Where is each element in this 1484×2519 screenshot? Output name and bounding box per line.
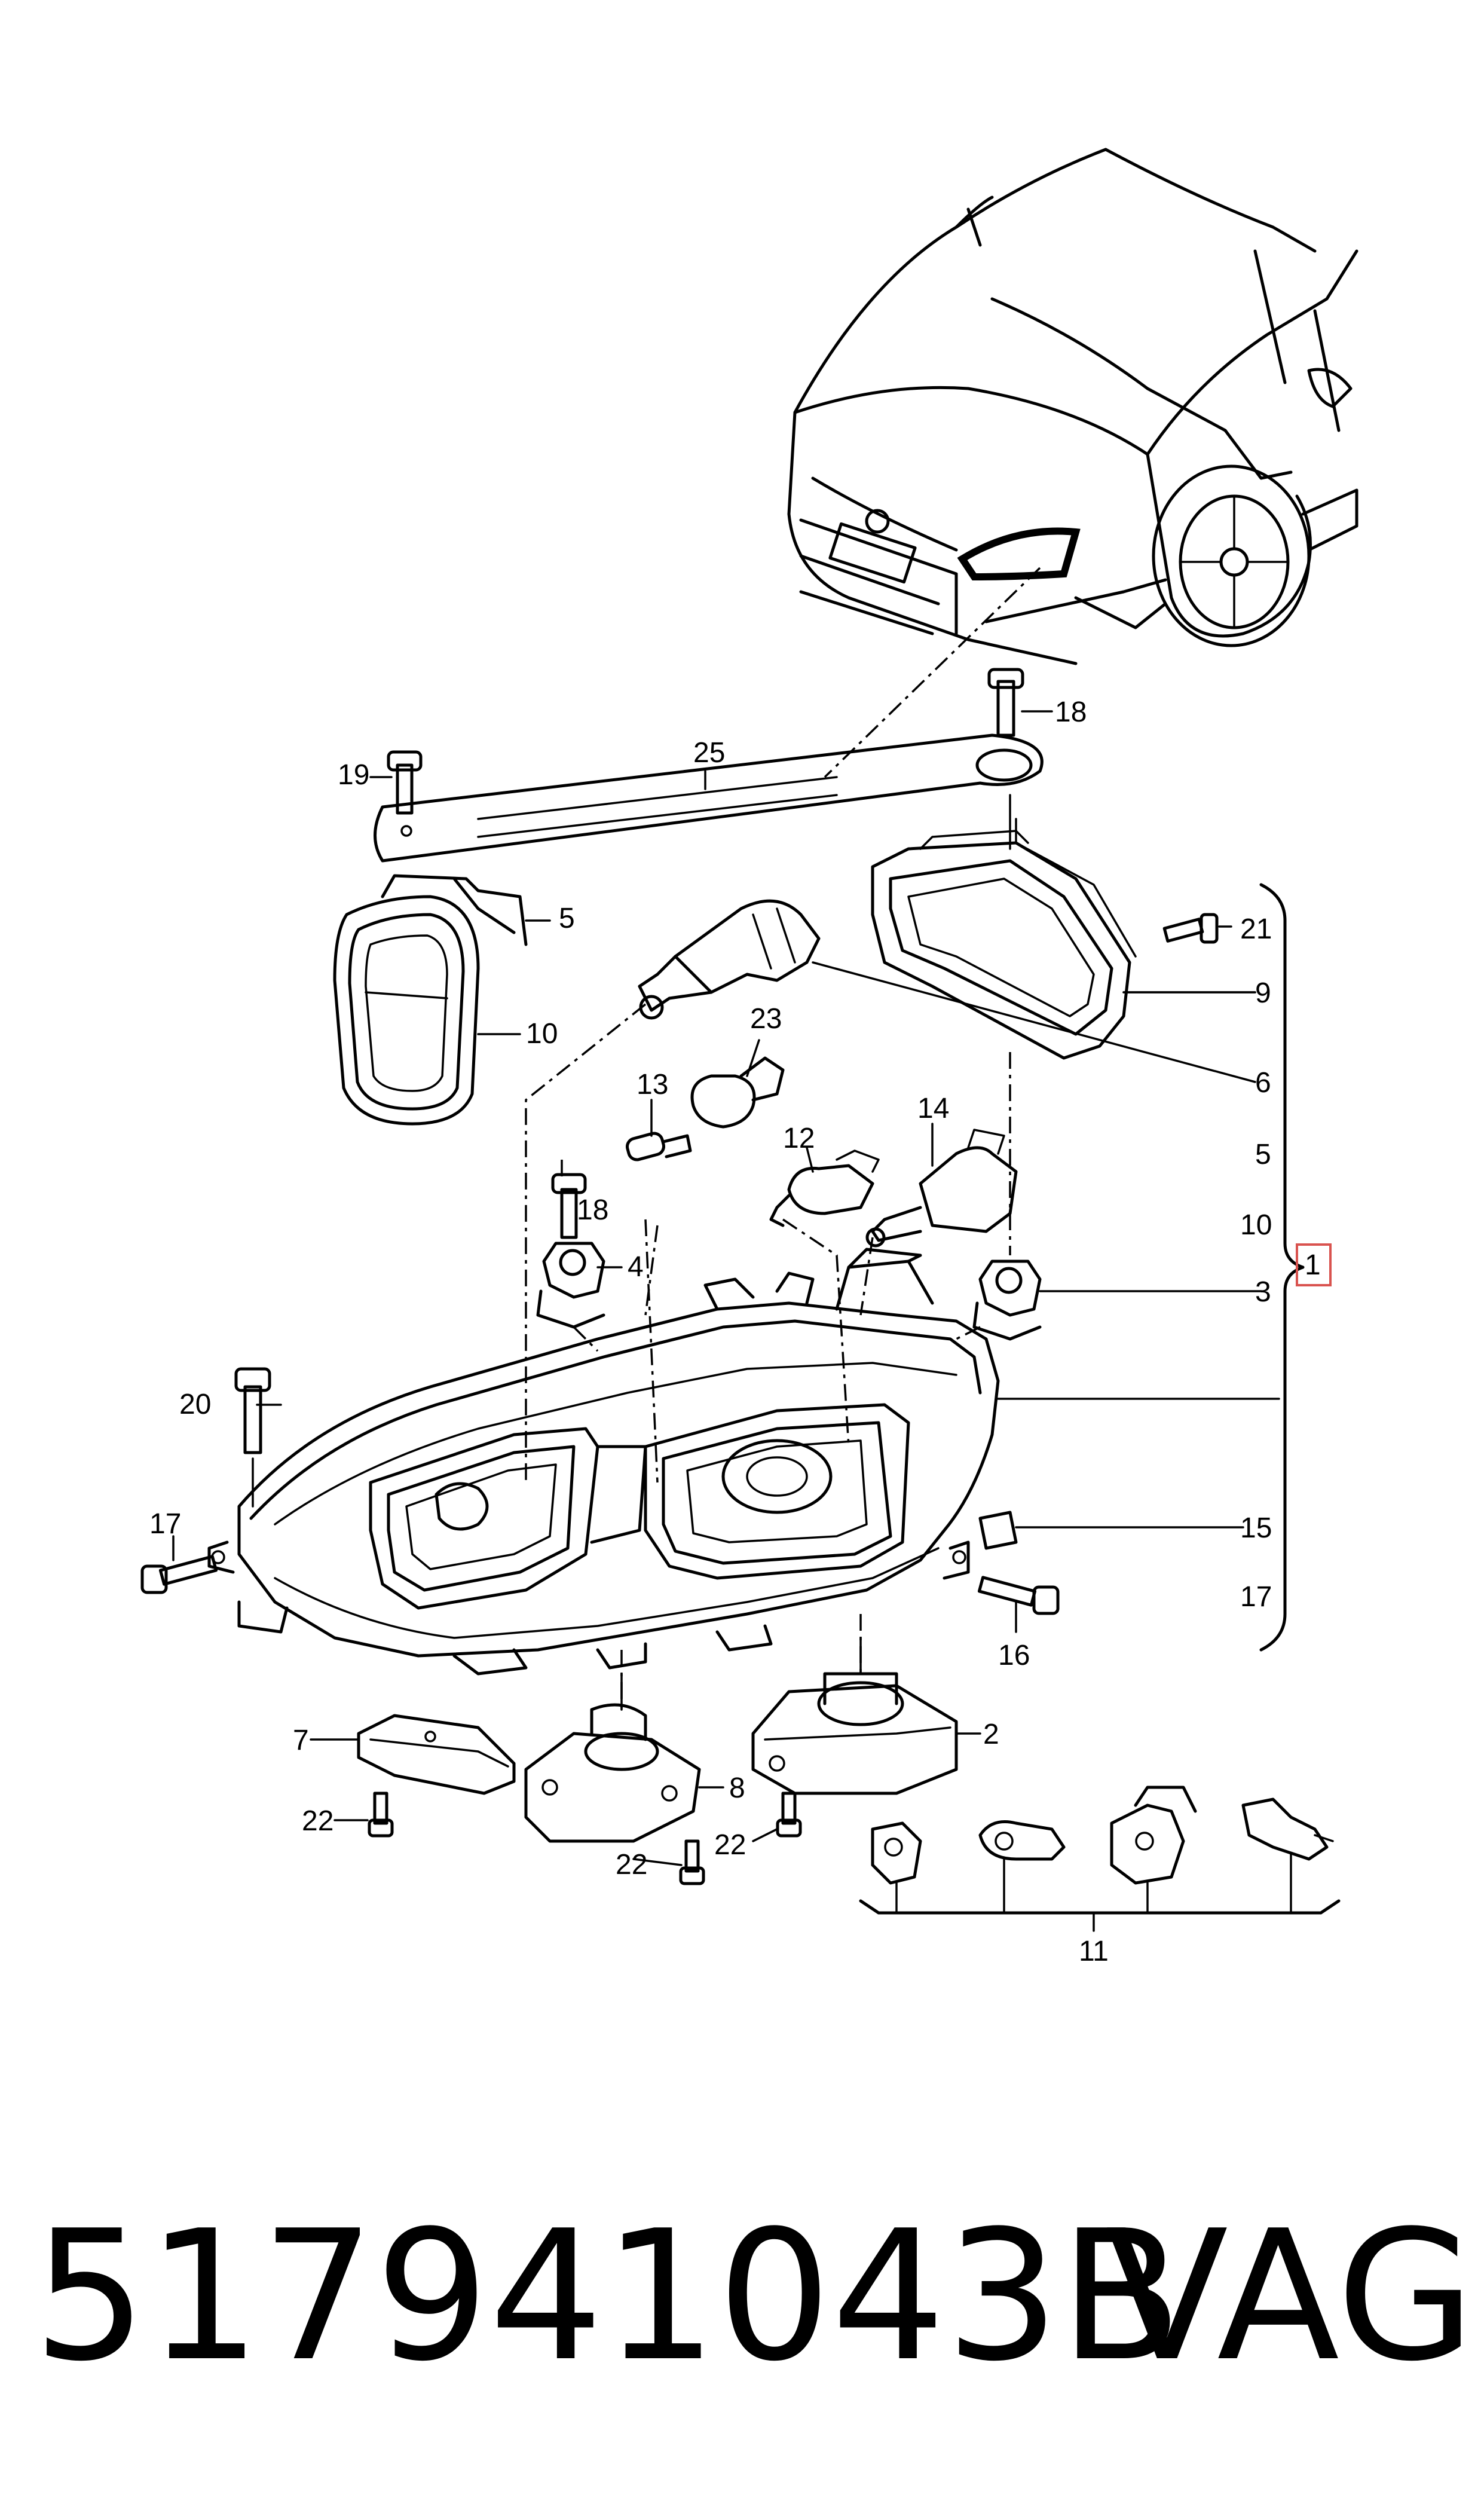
seal-10 — [333, 874, 528, 1126]
label-1: 1 — [1305, 1249, 1321, 1281]
label-8: 8 — [729, 1772, 745, 1804]
label-16: 16 — [998, 1640, 1030, 1671]
label-23: 23 — [750, 1003, 782, 1035]
label-19: 19 — [338, 759, 369, 791]
label-17-left: 17 — [149, 1508, 181, 1540]
module-8 — [524, 1673, 705, 1885]
guide-lines — [525, 1003, 1011, 1710]
bulb-group — [626, 899, 1256, 1248]
housing-frame-9 — [871, 818, 1256, 1060]
screw-17 — [140, 1555, 218, 1594]
clip-15 — [978, 1511, 1244, 1550]
label-22-bottom: 22 — [616, 1849, 647, 1881]
bracket-25 — [374, 668, 1044, 863]
label-22-right: 22 — [714, 1829, 746, 1861]
screw-16 — [977, 1576, 1060, 1615]
label-25: 25 — [693, 737, 725, 769]
label-5: 5 — [559, 903, 575, 934]
leader-lines — [172, 710, 1305, 1866]
car-illustration — [787, 148, 1358, 778]
label-10: 10 — [526, 1018, 558, 1050]
part-1-highlight-box — [1296, 1243, 1332, 1286]
clip-4 — [536, 1173, 605, 1329]
clip-3 — [972, 1260, 1042, 1341]
label-18-top: 18 — [1055, 696, 1087, 728]
module-7 — [357, 1714, 516, 1838]
label-15: 15 — [1240, 1512, 1272, 1544]
module-2 — [751, 1637, 958, 1838]
label-12: 12 — [783, 1123, 815, 1154]
headlight-assembly — [207, 1248, 1280, 1676]
label-10-list: 10 — [1240, 1209, 1272, 1241]
label-11: 11 — [1079, 1936, 1109, 1967]
label-6: 6 — [1255, 1067, 1271, 1099]
part-number: 517941043B — [33, 2192, 1183, 2401]
label-14: 14 — [917, 1093, 949, 1124]
brand-name: VAG — [1106, 2192, 1475, 2401]
label-5-list: 5 — [1255, 1139, 1271, 1170]
screw-20 — [234, 1367, 271, 1508]
connectors-11 — [859, 1786, 1341, 1932]
label-18-mid: 18 — [577, 1194, 608, 1226]
label-22-left: 22 — [302, 1805, 333, 1837]
label-20: 20 — [179, 1389, 211, 1420]
label-2: 2 — [983, 1719, 999, 1750]
callout-labels: 18 19 25 5 10 23 13 14 12 18 4 21 9 6 5 … — [149, 696, 1332, 1967]
label-13: 13 — [637, 1069, 668, 1100]
label-17-list: 17 — [1240, 1581, 1272, 1613]
label-21: 21 — [1240, 913, 1272, 945]
label-3: 3 — [1255, 1276, 1271, 1308]
label-9: 9 — [1255, 977, 1271, 1009]
label-7: 7 — [293, 1725, 309, 1756]
label-4: 4 — [628, 1251, 644, 1283]
